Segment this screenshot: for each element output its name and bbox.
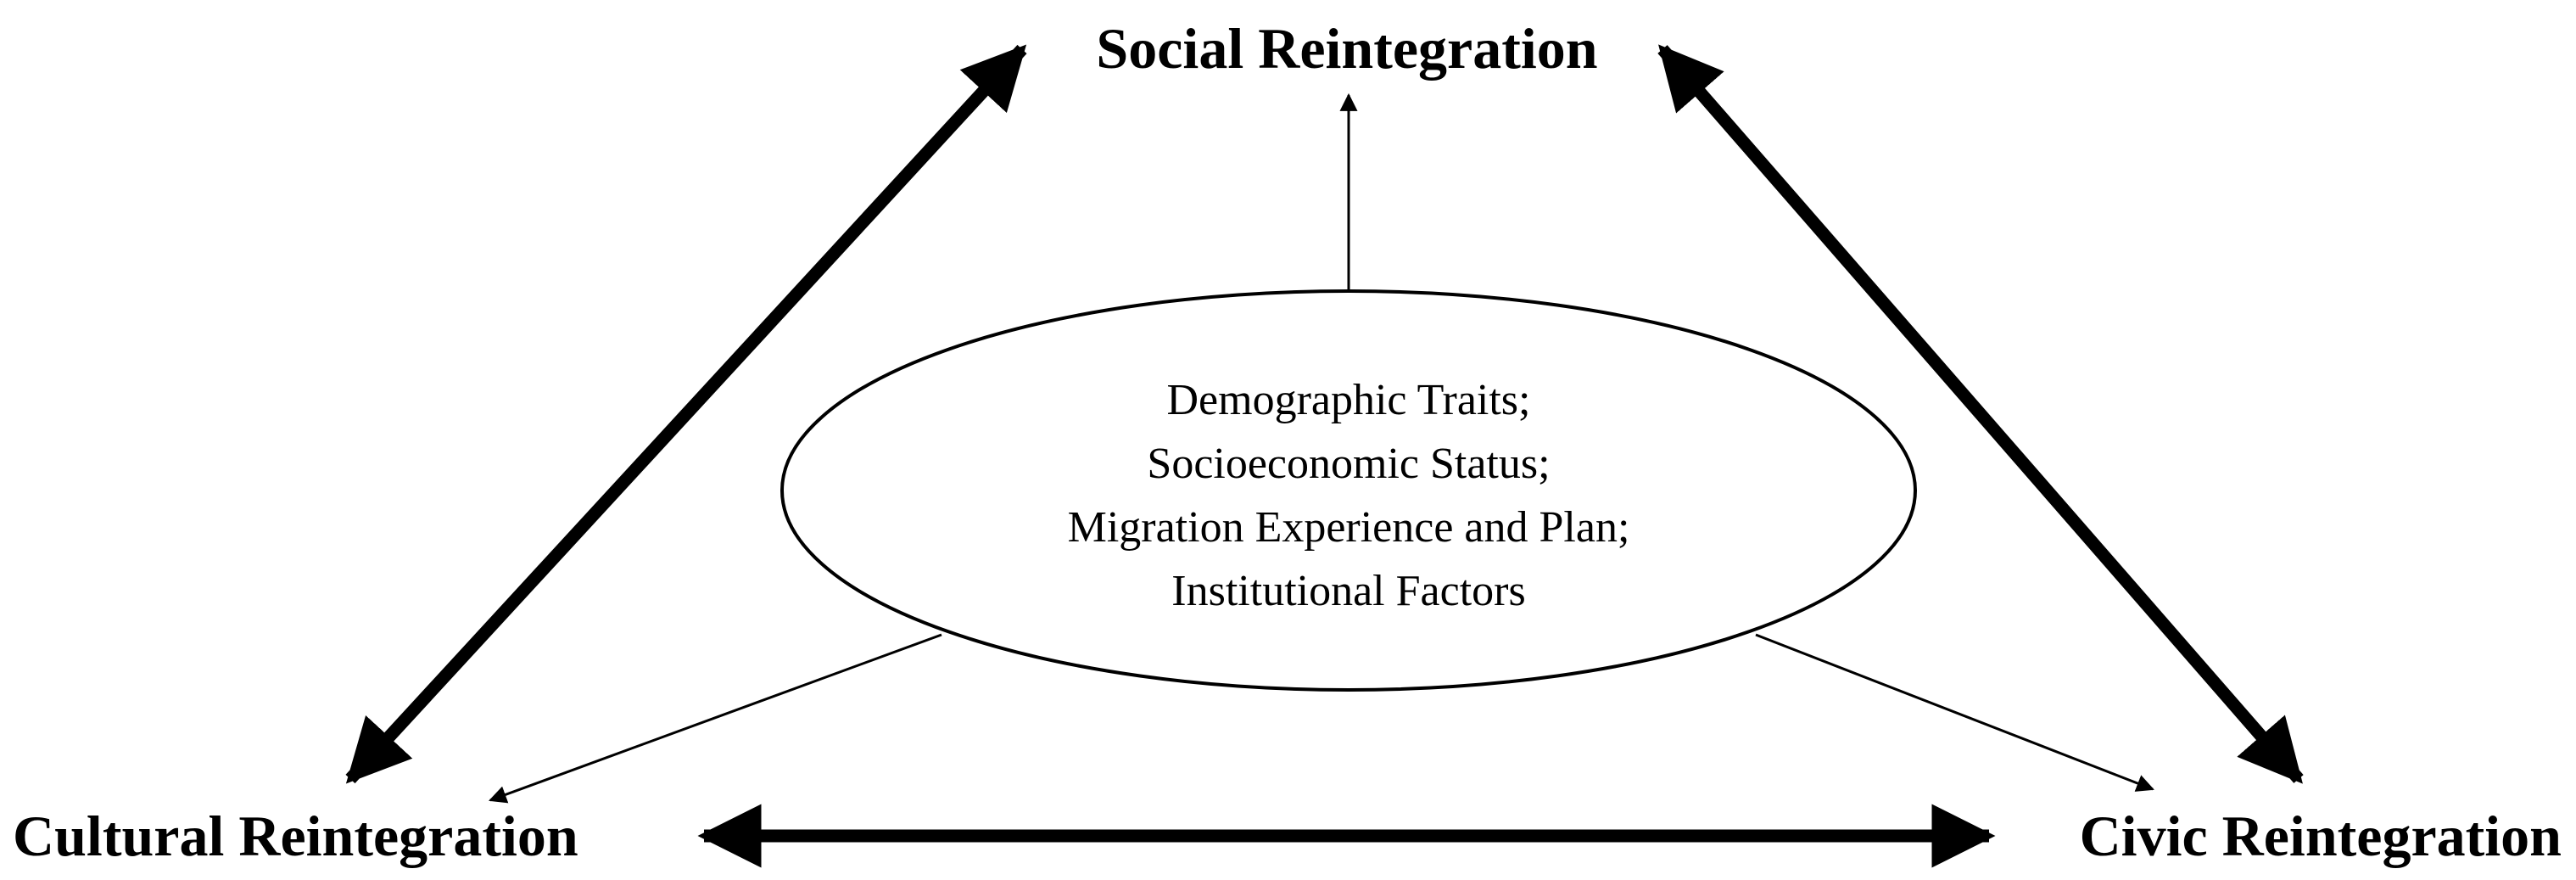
arrow-factors-cultural (489, 633, 942, 804)
factors-ellipse (780, 289, 1917, 692)
arrow-social-cultural (345, 44, 1027, 784)
arrow-social-civic (1657, 44, 2304, 784)
factor-institutional: Institutional Factors (1171, 567, 1525, 615)
factor-socioeconomic: Socioeconomic Status; (1147, 440, 1550, 488)
node-civic-reintegration: Civic Reintegration (2080, 804, 2562, 868)
arrow-factors-civic (1755, 633, 2154, 792)
factor-demographic: Demographic Traits; (1167, 376, 1531, 424)
factor-migration: Migration Experience and Plan; (1068, 503, 1630, 552)
node-social-reintegration: Social Reintegration (1096, 16, 1597, 81)
node-cultural-reintegration: Cultural Reintegration (13, 804, 578, 868)
